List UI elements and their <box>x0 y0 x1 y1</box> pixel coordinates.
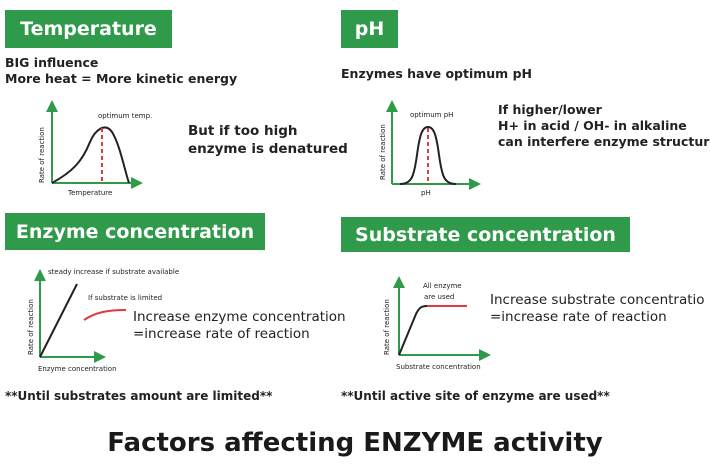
temperature-header: Temperature <box>5 10 172 48</box>
plateau-label: All enzyme <box>423 282 462 290</box>
x-axis-label: Substrate concentration <box>396 363 481 371</box>
temperature-curve <box>51 126 130 184</box>
y-axis-label: Rate of reaction <box>383 299 391 355</box>
x-axis-label: Temperature <box>67 189 112 197</box>
x-axis-label: pH <box>421 189 431 197</box>
peak-label: optimum temp. <box>98 112 152 120</box>
ph-side-text: If higher/lower <box>498 102 602 117</box>
temperature-line: BIG influence <box>5 55 99 70</box>
enzyme-side-text: Increase enzyme concentration <box>133 309 346 325</box>
substrate-concentration-header: Substrate concentration <box>341 217 630 252</box>
enzyme-concentration-graph: steady increase if substrate available I… <box>27 268 179 373</box>
temperature-line: More heat = More kinetic energy <box>5 71 238 86</box>
ph-header: pH <box>341 10 398 48</box>
ph-graph: optimum pH pH Rate of reaction <box>379 100 481 197</box>
steady-line <box>39 283 78 358</box>
ph-curve <box>399 125 457 185</box>
rise-line <box>398 305 428 356</box>
x-axis-label: Enzyme concentration <box>38 365 117 373</box>
substrate-side-text: =increase rate of reaction <box>490 309 667 325</box>
substrate-note: **Until active site of enzyme are used** <box>341 389 610 403</box>
plateau-label: are used <box>424 293 454 301</box>
page-title: Factors affecting ENZYME activity <box>107 428 603 458</box>
y-axis-label: Rate of reaction <box>379 124 387 180</box>
ph-line: Enzymes have optimum pH <box>341 66 532 81</box>
y-axis-label: Rate of reaction <box>38 127 46 183</box>
enzyme-concentration-header: Enzyme concentration <box>5 213 265 250</box>
ph-side-text: can interfere enzyme structure <box>498 134 710 149</box>
ph-side-text: H+ in acid / OH- in alkaline <box>498 118 687 133</box>
limited-curve <box>83 309 127 321</box>
temperature-side-text: But if too high <box>188 123 298 139</box>
substrate-concentration-graph: All enzyme are used Substrate concentrat… <box>383 276 491 371</box>
substrate-side-text: Increase substrate concentratio <box>490 292 705 308</box>
enzyme-side-text: =increase rate of reaction <box>133 326 310 342</box>
limited-label: If substrate is limited <box>88 294 162 302</box>
peak-label: optimum pH <box>410 111 453 119</box>
y-axis-label: Rate of reaction <box>27 299 35 355</box>
temperature-graph: optimum temp. Temperature Rate of reacti… <box>38 100 152 197</box>
enzyme-note: **Until substrates amount are limited** <box>5 389 273 403</box>
steady-label: steady increase if substrate available <box>48 268 179 276</box>
temperature-side-text: enzyme is denatured <box>188 141 348 157</box>
